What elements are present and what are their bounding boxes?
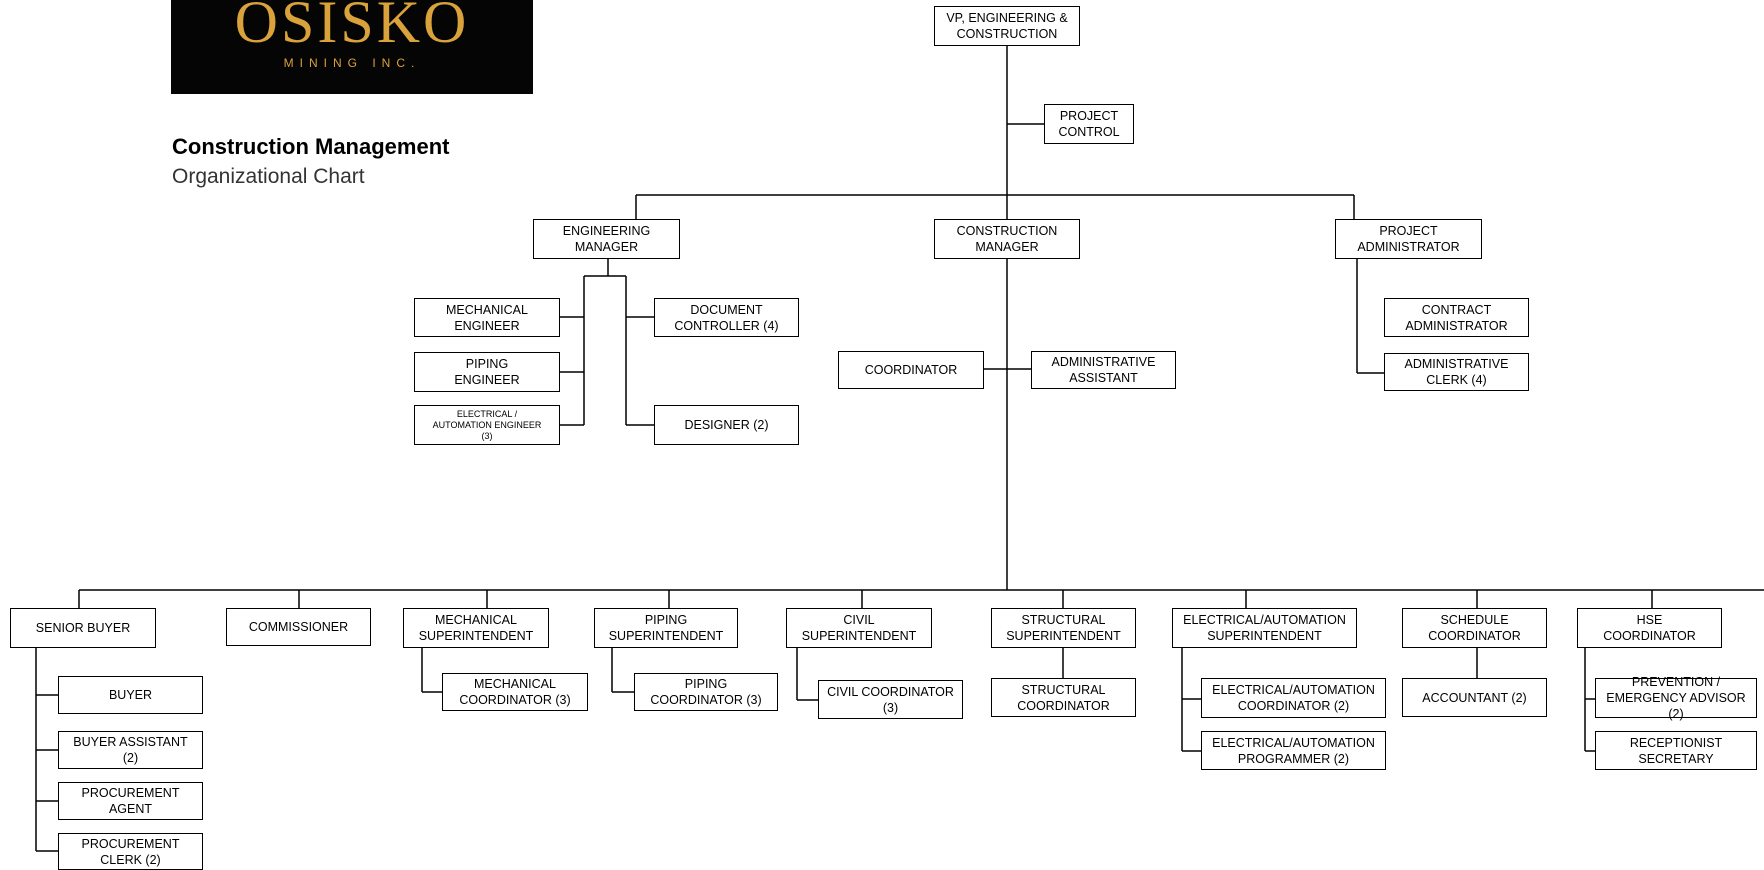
node-buyer: BUYER (58, 676, 203, 714)
node-contract-administrator: CONTRACT ADMINISTRATOR (1384, 298, 1529, 337)
node-structural-superintendent: STRUCTURAL SUPERINTENDENT (991, 608, 1136, 648)
node-senior-buyer: SENIOR BUYER (10, 608, 156, 648)
chart-title: Construction Management (172, 134, 450, 159)
logo-name: OSISKO (234, 0, 470, 55)
node-electrical-automation-programmer: ELECTRICAL/AUTOMATION PROGRAMMER (2) (1201, 731, 1386, 770)
node-procurement-agent: PROCUREMENT AGENT (58, 782, 203, 820)
node-administrative-clerk: ADMINISTRATIVE CLERK (4) (1384, 353, 1529, 391)
node-engineering-manager: ENGINEERING MANAGER (533, 219, 680, 259)
node-piping-coordinator: PIPING COORDINATOR (3) (634, 673, 778, 711)
node-piping-engineer: PIPING ENGINEER (414, 352, 560, 392)
node-schedule-coordinator: SCHEDULE COORDINATOR (1402, 608, 1547, 648)
logo-subtitle: MINING INC. (283, 56, 421, 70)
chart-subtitle: Organizational Chart (172, 165, 365, 188)
node-mechanical-engineer: MECHANICAL ENGINEER (414, 298, 560, 337)
node-hse-coordinator: HSE COORDINATOR (1577, 608, 1722, 648)
node-project-control: PROJECT CONTROL (1044, 104, 1134, 144)
node-designer: DESIGNER (2) (654, 405, 799, 445)
node-coordinator: COORDINATOR (838, 351, 984, 389)
node-accountant: ACCOUNTANT (2) (1402, 678, 1547, 717)
node-civil-superintendent: CIVIL SUPERINTENDENT (786, 608, 932, 648)
node-mechanical-coordinator: MECHANICAL COORDINATOR (3) (442, 673, 588, 711)
node-electrical-automation-engineer: ELECTRICAL / AUTOMATION ENGINEER (3) (414, 405, 560, 445)
node-piping-superintendent: PIPING SUPERINTENDENT (594, 608, 738, 648)
node-buyer-assistant: BUYER ASSISTANT (2) (58, 731, 203, 769)
node-project-administrator: PROJECT ADMINISTRATOR (1335, 219, 1482, 259)
node-electrical-automation-superintendent: ELECTRICAL/AUTOMATION SUPERINTENDENT (1172, 608, 1357, 648)
node-prevention-emergency-advisor: PREVENTION / EMERGENCY ADVISOR (2) (1595, 675, 1757, 721)
node-commissioner: COMMISSIONER (226, 608, 371, 646)
node-civil-coordinator: CIVIL COORDINATOR (3) (818, 680, 963, 719)
node-receptionist-secretary: RECEPTIONIST SECRETARY (1595, 731, 1757, 770)
node-vp-engineering-construction: VP, ENGINEERING & CONSTRUCTION (934, 6, 1080, 46)
node-mechanical-superintendent: MECHANICAL SUPERINTENDENT (403, 608, 549, 648)
node-electrical-automation-coordinator: ELECTRICAL/AUTOMATION COORDINATOR (2) (1201, 678, 1386, 718)
node-administrative-assistant: ADMINISTRATIVE ASSISTANT (1031, 351, 1176, 389)
node-document-controller: DOCUMENT CONTROLLER (4) (654, 298, 799, 337)
node-procurement-clerk: PROCUREMENT CLERK (2) (58, 833, 203, 870)
company-logo: OSISKO MINING INC. (171, 0, 533, 94)
node-structural-coordinator: STRUCTURAL COORDINATOR (991, 678, 1136, 717)
node-construction-manager: CONSTRUCTION MANAGER (934, 219, 1080, 259)
